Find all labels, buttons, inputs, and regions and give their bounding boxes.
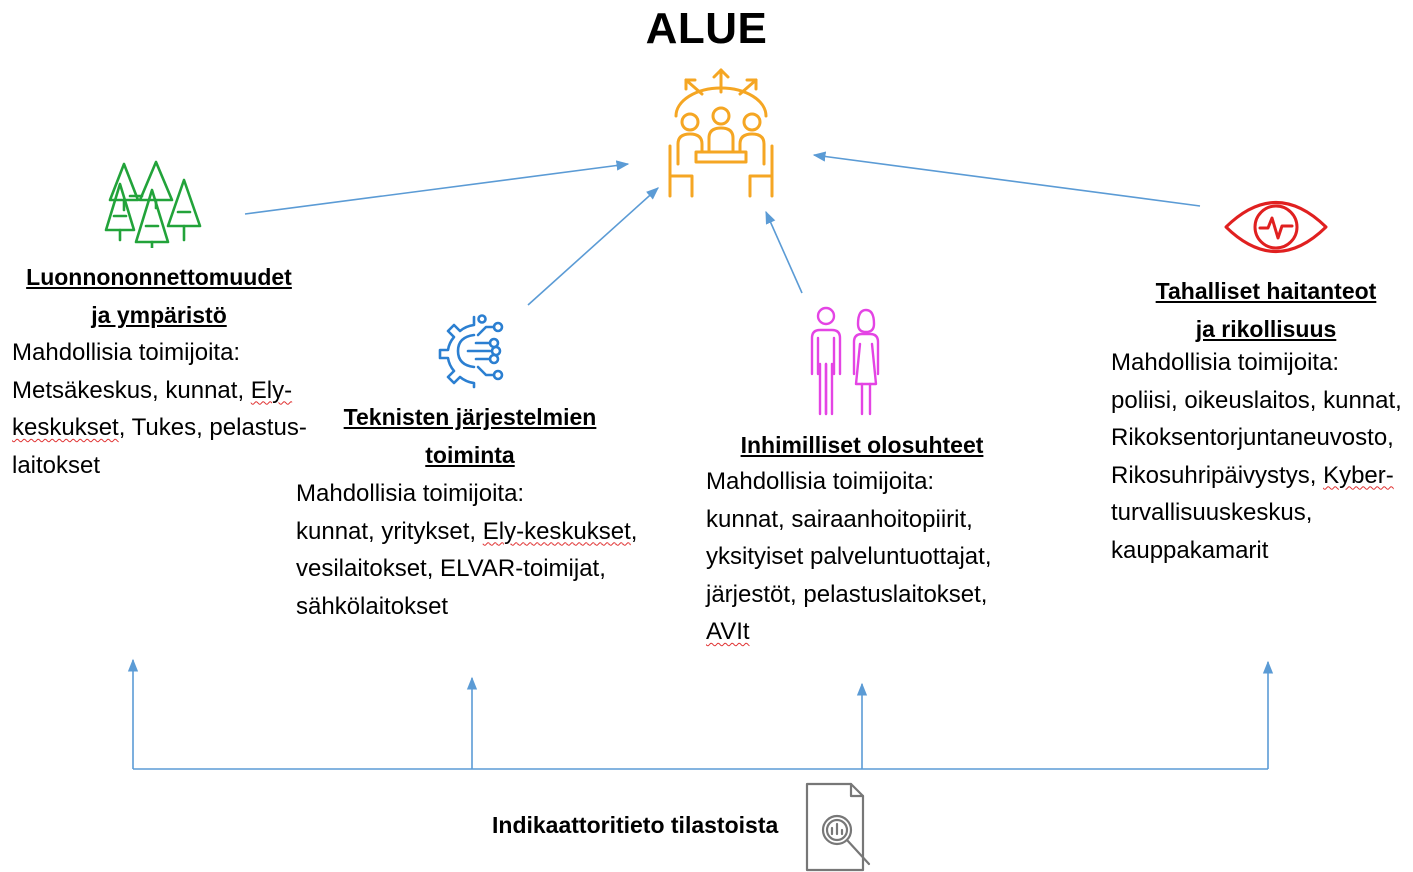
actors-line: vesilaitokset, ELVAR-toimijat, <box>296 555 606 582</box>
arrow-nature-to-center <box>244 160 630 215</box>
technical-heading: Teknisten järjestelmien toiminta <box>343 404 597 468</box>
actors-line: järjestöt, pelastuslaitokset, <box>706 580 988 608</box>
actors-line: laitokset <box>12 451 101 479</box>
actors-line: AVIt <box>706 618 750 645</box>
meeting-icon <box>668 68 774 198</box>
actors-line: poliisi, oikeuslaitos, kunnat, <box>1111 386 1402 414</box>
actors-label: Mahdollisia toimijoita: <box>296 480 525 507</box>
actors-line: keskukset, Tukes, pelastus- <box>12 414 307 441</box>
actors-label: Mahdollisia toimijoita: <box>1111 349 1340 376</box>
actors-line: sähkölaitokset <box>296 592 449 620</box>
gear-circuit-icon <box>438 314 504 389</box>
document-search-icon <box>805 782 871 872</box>
actors-line: Metsäkeskus, kunnat, Ely- <box>12 376 293 404</box>
human-heading: Inhimilliset olosuhteet <box>740 432 984 458</box>
actors-line: Rikosuhripäivystys, Kyber- <box>1111 461 1394 489</box>
intentional-actors: Mahdollisia toimijoita: poliisi, oikeusl… <box>1111 344 1402 569</box>
nature-actors: Mahdollisia toimijoita: Metsäkeskus, kun… <box>12 334 307 484</box>
arrow-intentional-to-center <box>812 151 1201 207</box>
diagram-title: ALUE <box>645 4 768 53</box>
eye-pulse-icon <box>1224 201 1328 253</box>
intentional-heading: Tahalliset haitanteot ja rikollisuus <box>1155 278 1377 342</box>
nature-heading: Luonnononnettomuudet ja ympäristö <box>26 264 292 328</box>
actors-line: yksityiset palveluntuottajat, <box>706 543 992 570</box>
actors-line: Rikoksentorjuntaneuvosto, <box>1111 424 1394 451</box>
actors-line: kunnat, yritykset, Ely-keskukset, <box>296 517 638 545</box>
technical-actors: Mahdollisia toimijoita: kunnat, yritykse… <box>296 475 637 625</box>
people-icon <box>810 306 880 416</box>
actors-line: kunnat, sairaanhoitopiirit, <box>706 505 973 533</box>
actors-label: Mahdollisia toimijoita: <box>12 339 241 366</box>
actors-line: kauppakamarit <box>1111 536 1269 564</box>
actors-line: turvallisuuskeskus, <box>1111 499 1313 526</box>
footer-label: Indikaattoritieto tilastoista <box>492 812 779 838</box>
forest-icon <box>104 160 202 248</box>
human-actors: Mahdollisia toimijoita: kunnat, sairaanh… <box>706 463 991 651</box>
arrow-technical-to-center <box>527 187 659 306</box>
arrow-human-to-center <box>765 210 803 294</box>
actors-label: Mahdollisia toimijoita: <box>706 468 935 495</box>
